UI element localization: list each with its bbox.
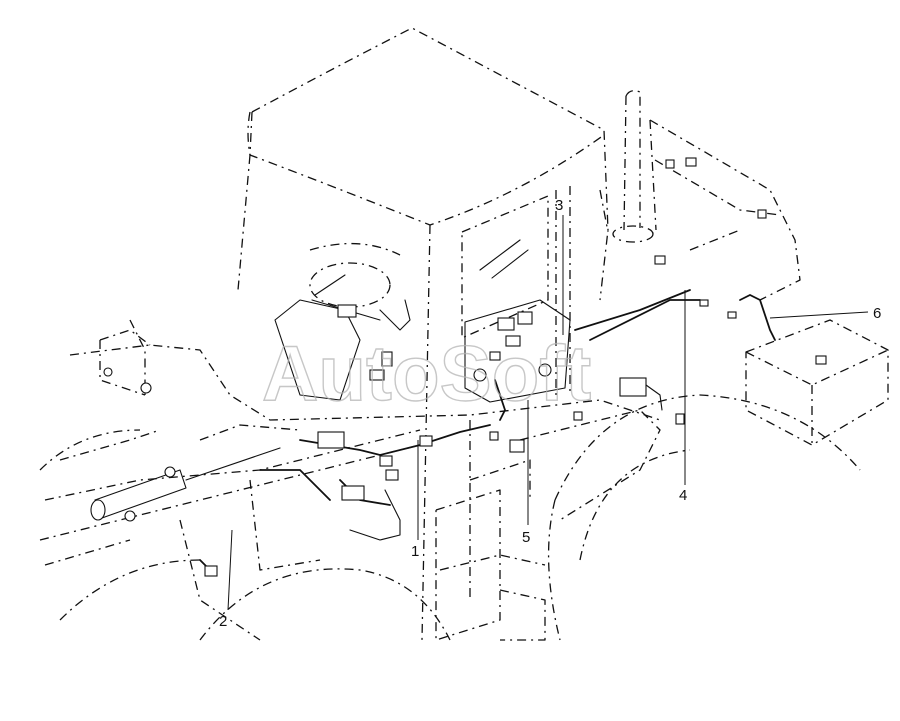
cab-outline [237,27,609,641]
callout-leaders [227,215,869,611]
steps [435,459,546,641]
fuse-relay-box [464,299,571,421]
callout-3: 3 [555,197,563,214]
rear-harness [574,157,827,425]
engine-hood [649,119,801,301]
boom-cylinder [90,447,281,522]
loader-frame [39,319,661,641]
watermark-text: AutoSoft [262,329,591,417]
callout-2: 2 [219,613,227,630]
steering-column [274,242,411,401]
callout-5: 5 [522,529,530,546]
wheels [39,394,861,641]
lower-harness [103,367,583,577]
callout-6: 6 [873,305,881,322]
callout-4: 4 [679,487,687,504]
battery-box [745,319,889,446]
exhaust-stack [612,90,654,243]
callout-1: 1 [411,543,419,560]
